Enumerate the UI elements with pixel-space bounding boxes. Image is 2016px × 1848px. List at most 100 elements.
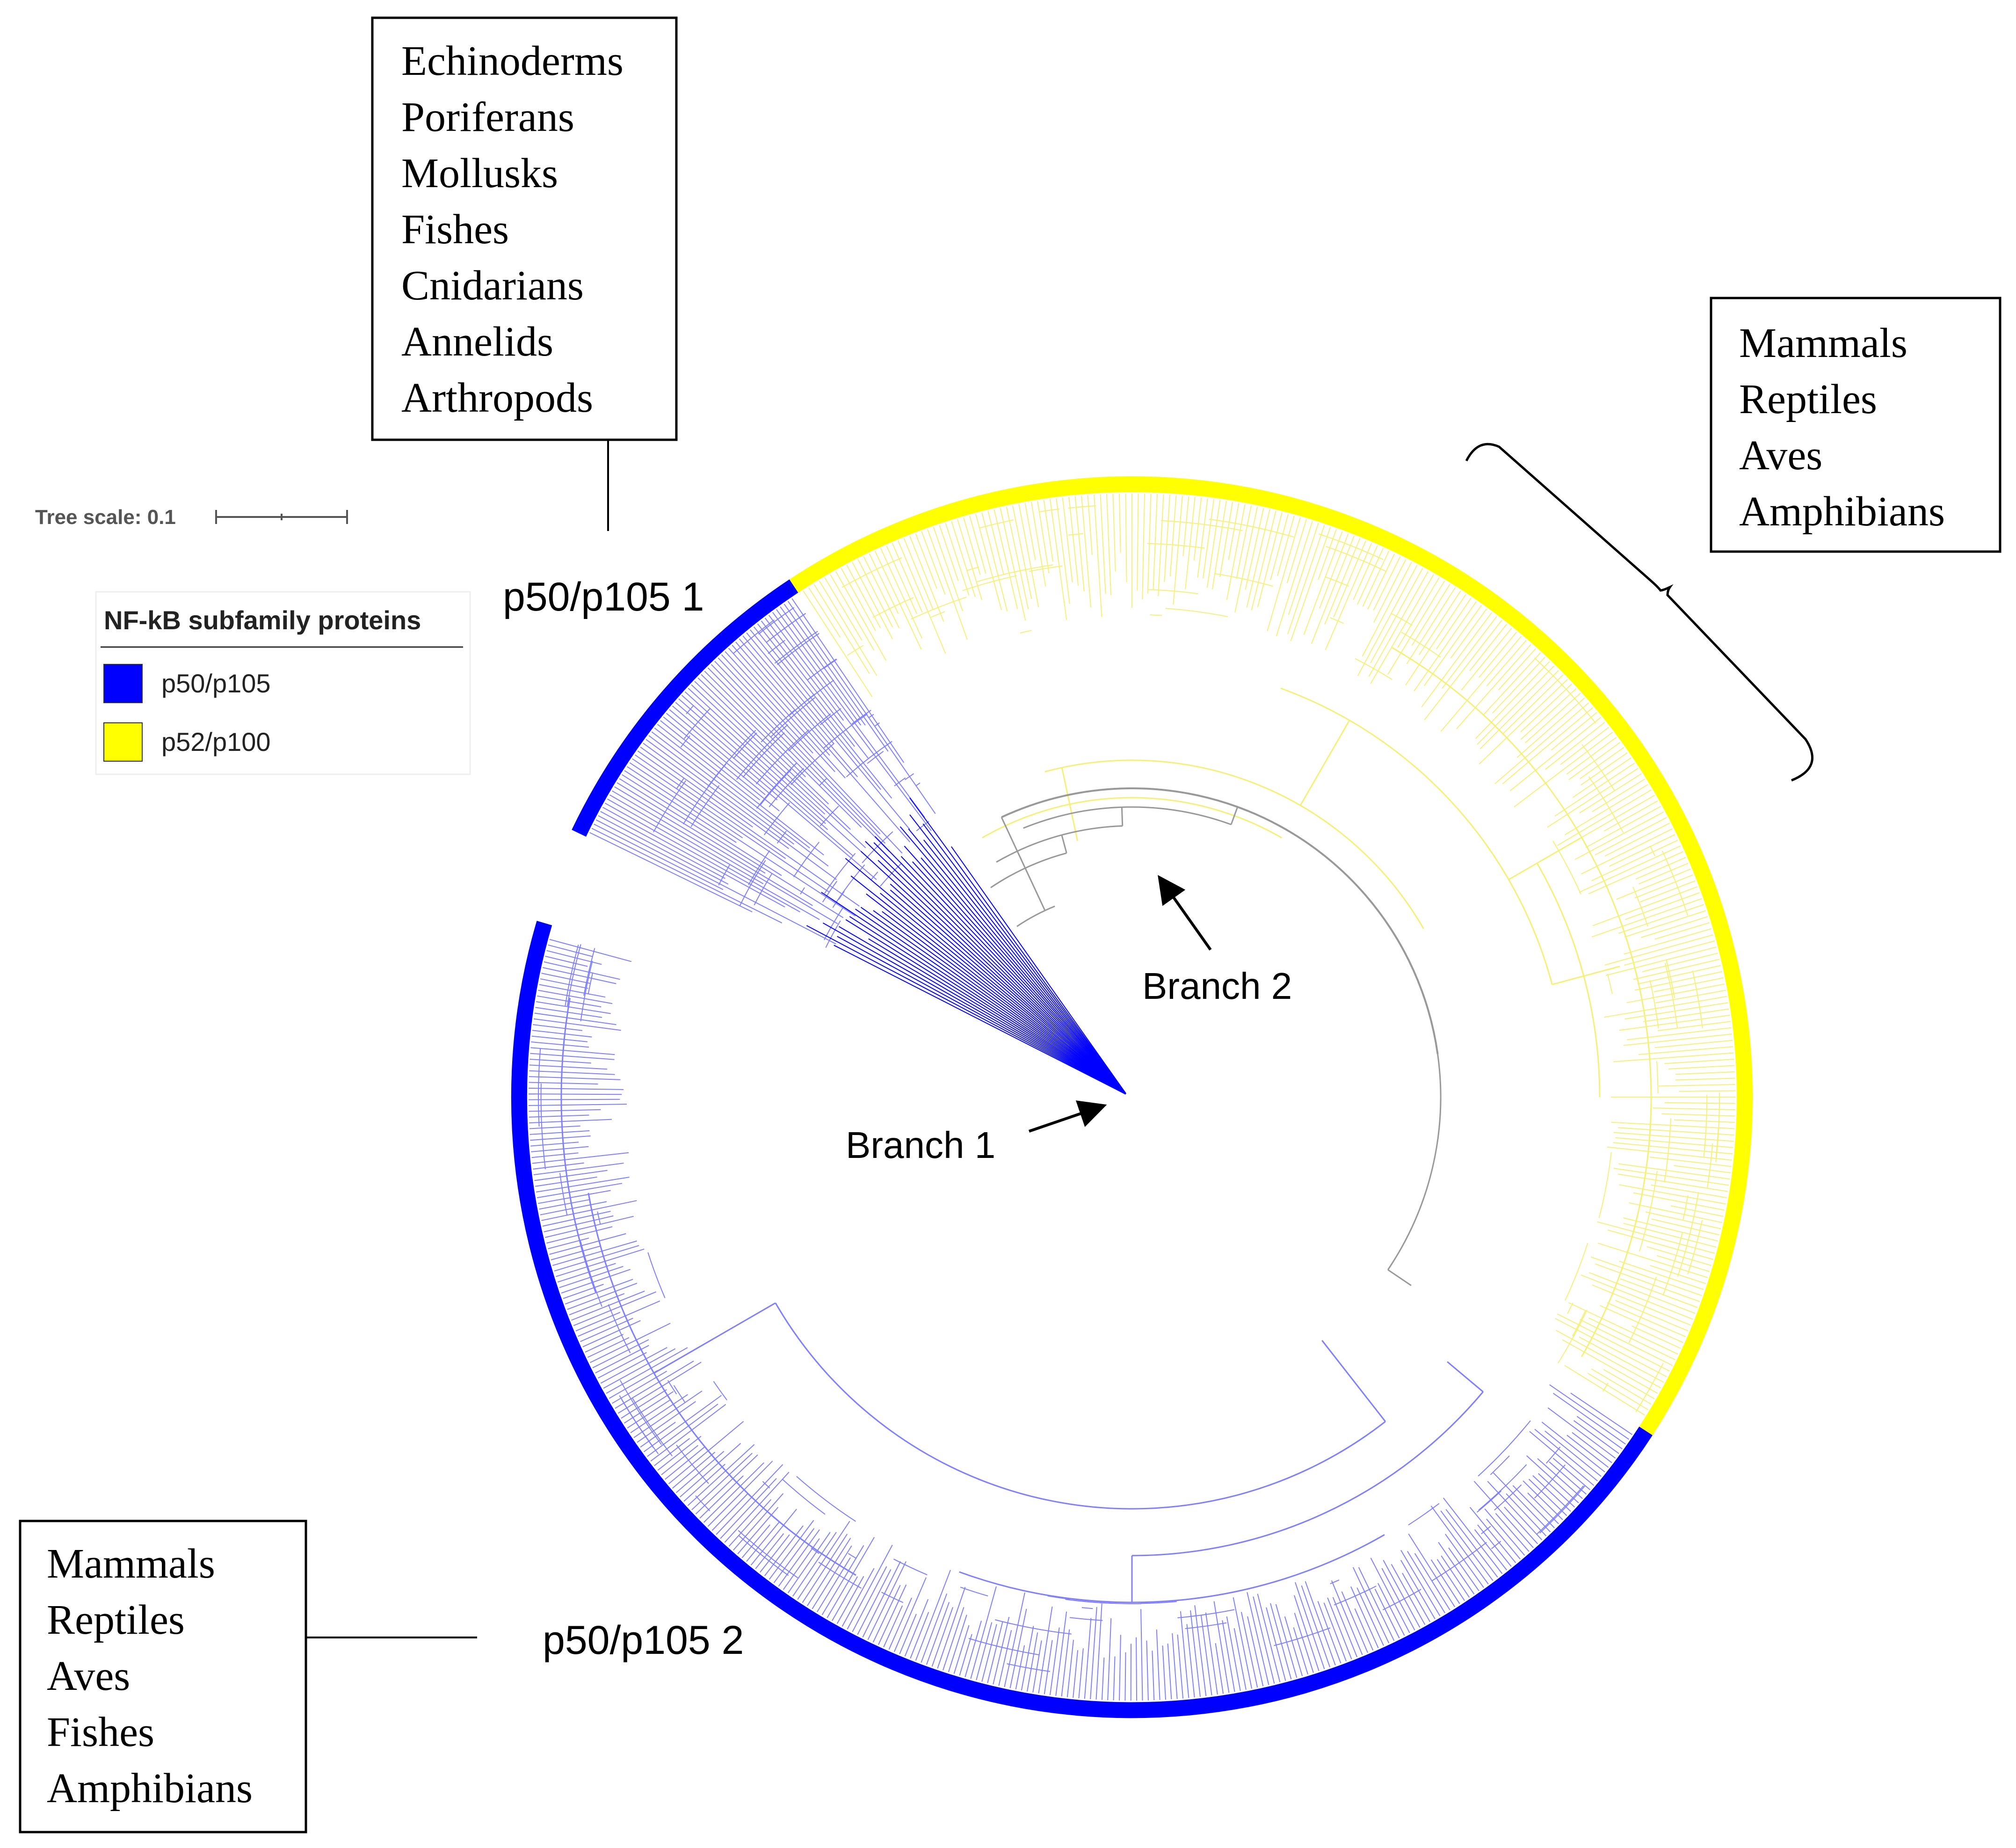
leaf-branch [1423, 604, 1482, 686]
internal-arc [848, 1553, 857, 1559]
internal-arc [754, 873, 773, 906]
leaf-branch [987, 1621, 1003, 1683]
leaf-branch [711, 1493, 748, 1531]
internal-arc [819, 778, 827, 786]
backbone-arc [996, 825, 1123, 863]
leaf-branch [1613, 1052, 1734, 1062]
backbone-stem [1001, 817, 1046, 911]
leaf-branch [1574, 811, 1664, 860]
clade-label-p50-p105-1: p50/p105 1 [503, 575, 704, 619]
backbone-stem [1387, 1269, 1412, 1286]
internal-arc [1148, 589, 1198, 595]
leaf-branch [899, 1614, 917, 1654]
leaf-branch [981, 512, 1008, 611]
leaf-branch [1639, 880, 1696, 903]
leaf-branch [821, 1545, 864, 1615]
branch-1-stem [912, 861, 1126, 1094]
p50-internal-stem [1447, 1361, 1484, 1393]
leaf-branch [1557, 1313, 1670, 1372]
leaf-branch [1607, 1146, 1733, 1161]
leaf-branch [1172, 1633, 1178, 1699]
leaf-branch [1588, 1272, 1696, 1314]
internal-arc [1607, 974, 1613, 994]
leaf-branch [676, 1451, 725, 1493]
taxa-top-5: Annelids [401, 319, 553, 365]
leaf-branch [600, 811, 725, 879]
leaf-branch [661, 1445, 699, 1476]
internal-arc [824, 853, 856, 894]
branch-1-stem [923, 839, 1126, 1094]
legend-swatch-p50-p105 [103, 664, 143, 703]
leaf-branch [695, 1454, 758, 1514]
leaf-branch [1197, 498, 1208, 578]
leaf-branch [1295, 1582, 1325, 1669]
internal-arc [825, 920, 841, 948]
leaf-branch [540, 978, 588, 989]
leaf-branch [1353, 546, 1378, 600]
leaf-branch [554, 1245, 639, 1272]
leaf-branch [808, 587, 841, 638]
internal-arc [748, 850, 770, 886]
leaf-branch [1590, 1256, 1702, 1296]
leaf-branch [1581, 828, 1673, 875]
leaf-branch [1341, 1591, 1368, 1653]
clade-bracket-right [1465, 443, 1813, 782]
leaf-branch [1318, 529, 1337, 580]
branch-1-stem [877, 859, 1126, 1094]
internal-arc [1707, 1143, 1713, 1188]
leaf-branch [1445, 1534, 1484, 1588]
internal-arc [1491, 1541, 1501, 1550]
branch-1-stem [922, 823, 1126, 1094]
internal-arc [1687, 1220, 1703, 1275]
leaf-branch [841, 1568, 875, 1627]
internal-arc [538, 1048, 541, 1127]
internal-arc [931, 611, 945, 618]
branch-1-stem [921, 857, 1126, 1094]
leaf-branch [1619, 1260, 1704, 1290]
internal-arc [823, 659, 837, 669]
leaf-branch [595, 1345, 649, 1374]
leaf-branch [1257, 1593, 1281, 1682]
branch-1-stem [890, 889, 1126, 1094]
leaf-branch [892, 543, 923, 613]
leaf-branch [1585, 806, 1661, 848]
internal-arc [808, 679, 834, 700]
leaf-branch [1654, 1040, 1733, 1048]
leaf-branch [1233, 1628, 1247, 1690]
leaf-branch [750, 629, 881, 790]
internal-arc [738, 1530, 798, 1579]
leaf-branch [742, 635, 834, 744]
leaf-branch [1623, 1033, 1733, 1046]
leaf-branch [1638, 863, 1689, 885]
branch-1-stem [909, 814, 1126, 1094]
internal-arc [1536, 1485, 1584, 1535]
leaf-branch [1303, 531, 1343, 635]
leaf-branch [1674, 1119, 1735, 1123]
leaf-branch [803, 590, 873, 698]
internal-arc [910, 597, 967, 620]
leaf-branch [1619, 1014, 1730, 1031]
leaf-branch [764, 618, 844, 721]
branch-1-stem [908, 828, 1126, 1094]
leaf-branch [886, 546, 918, 614]
internal-arc [690, 785, 720, 827]
leaf-branch [1436, 597, 1472, 650]
leaf-branch [732, 645, 830, 756]
leaf-branch [1136, 1637, 1138, 1701]
taxa-top-2: Mollusks [401, 150, 558, 196]
internal-arc [875, 722, 880, 727]
internal-arc [686, 705, 694, 714]
p50-internal-stem [1321, 1340, 1386, 1422]
leaf-branch [1294, 1595, 1320, 1671]
leaf-branch [1234, 506, 1258, 613]
leaf-branch [707, 1461, 773, 1527]
p52-internal-stem [1508, 837, 1582, 880]
internal-arc [1382, 1589, 1421, 1610]
leaf-branch [1164, 495, 1170, 582]
leaf-branch [535, 1176, 597, 1187]
leaf-branch [617, 1361, 702, 1414]
leaf-branch [1193, 497, 1202, 561]
leaf-branch [1419, 590, 1461, 655]
leaf-branch [1004, 1592, 1025, 1688]
